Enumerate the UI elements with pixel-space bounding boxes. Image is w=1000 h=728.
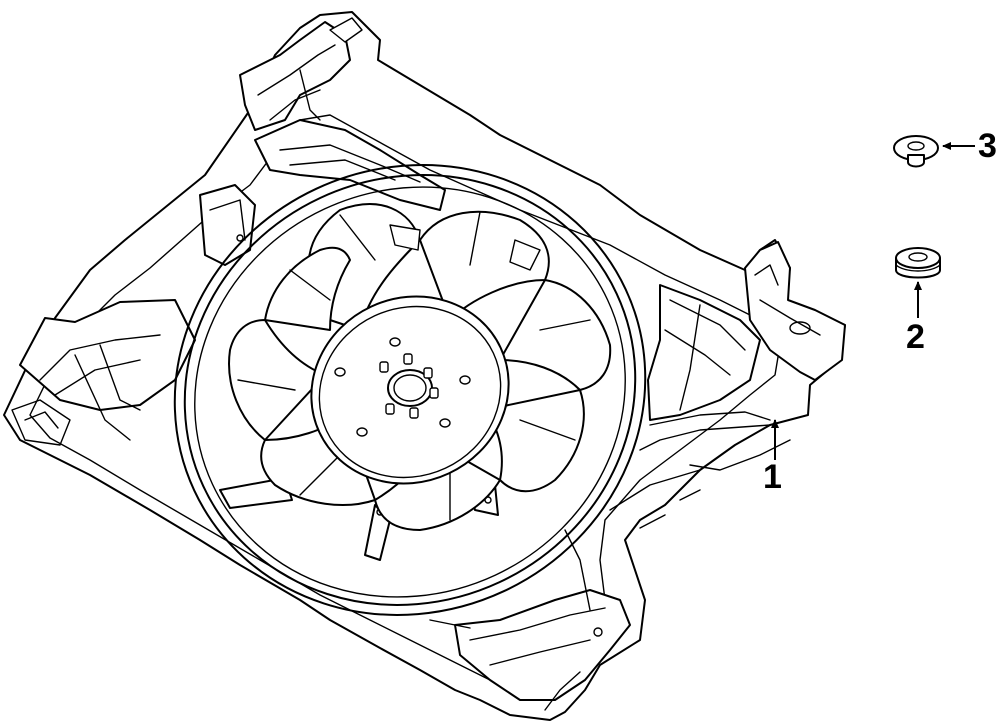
shroud-inner-lip bbox=[29, 114, 781, 691]
clip-part-3 bbox=[893, 135, 939, 168]
mount-bracket-top-left bbox=[239, 21, 351, 131]
fan-hub bbox=[310, 295, 510, 485]
mount-tab-bottom bbox=[454, 589, 631, 701]
grommet-part-2 bbox=[895, 247, 941, 279]
mount-bracket-right bbox=[744, 241, 846, 381]
callout-label-1: 1 bbox=[763, 458, 782, 496]
callout-label-3: 3 bbox=[978, 127, 997, 165]
callout-label-2: 2 bbox=[906, 318, 925, 356]
